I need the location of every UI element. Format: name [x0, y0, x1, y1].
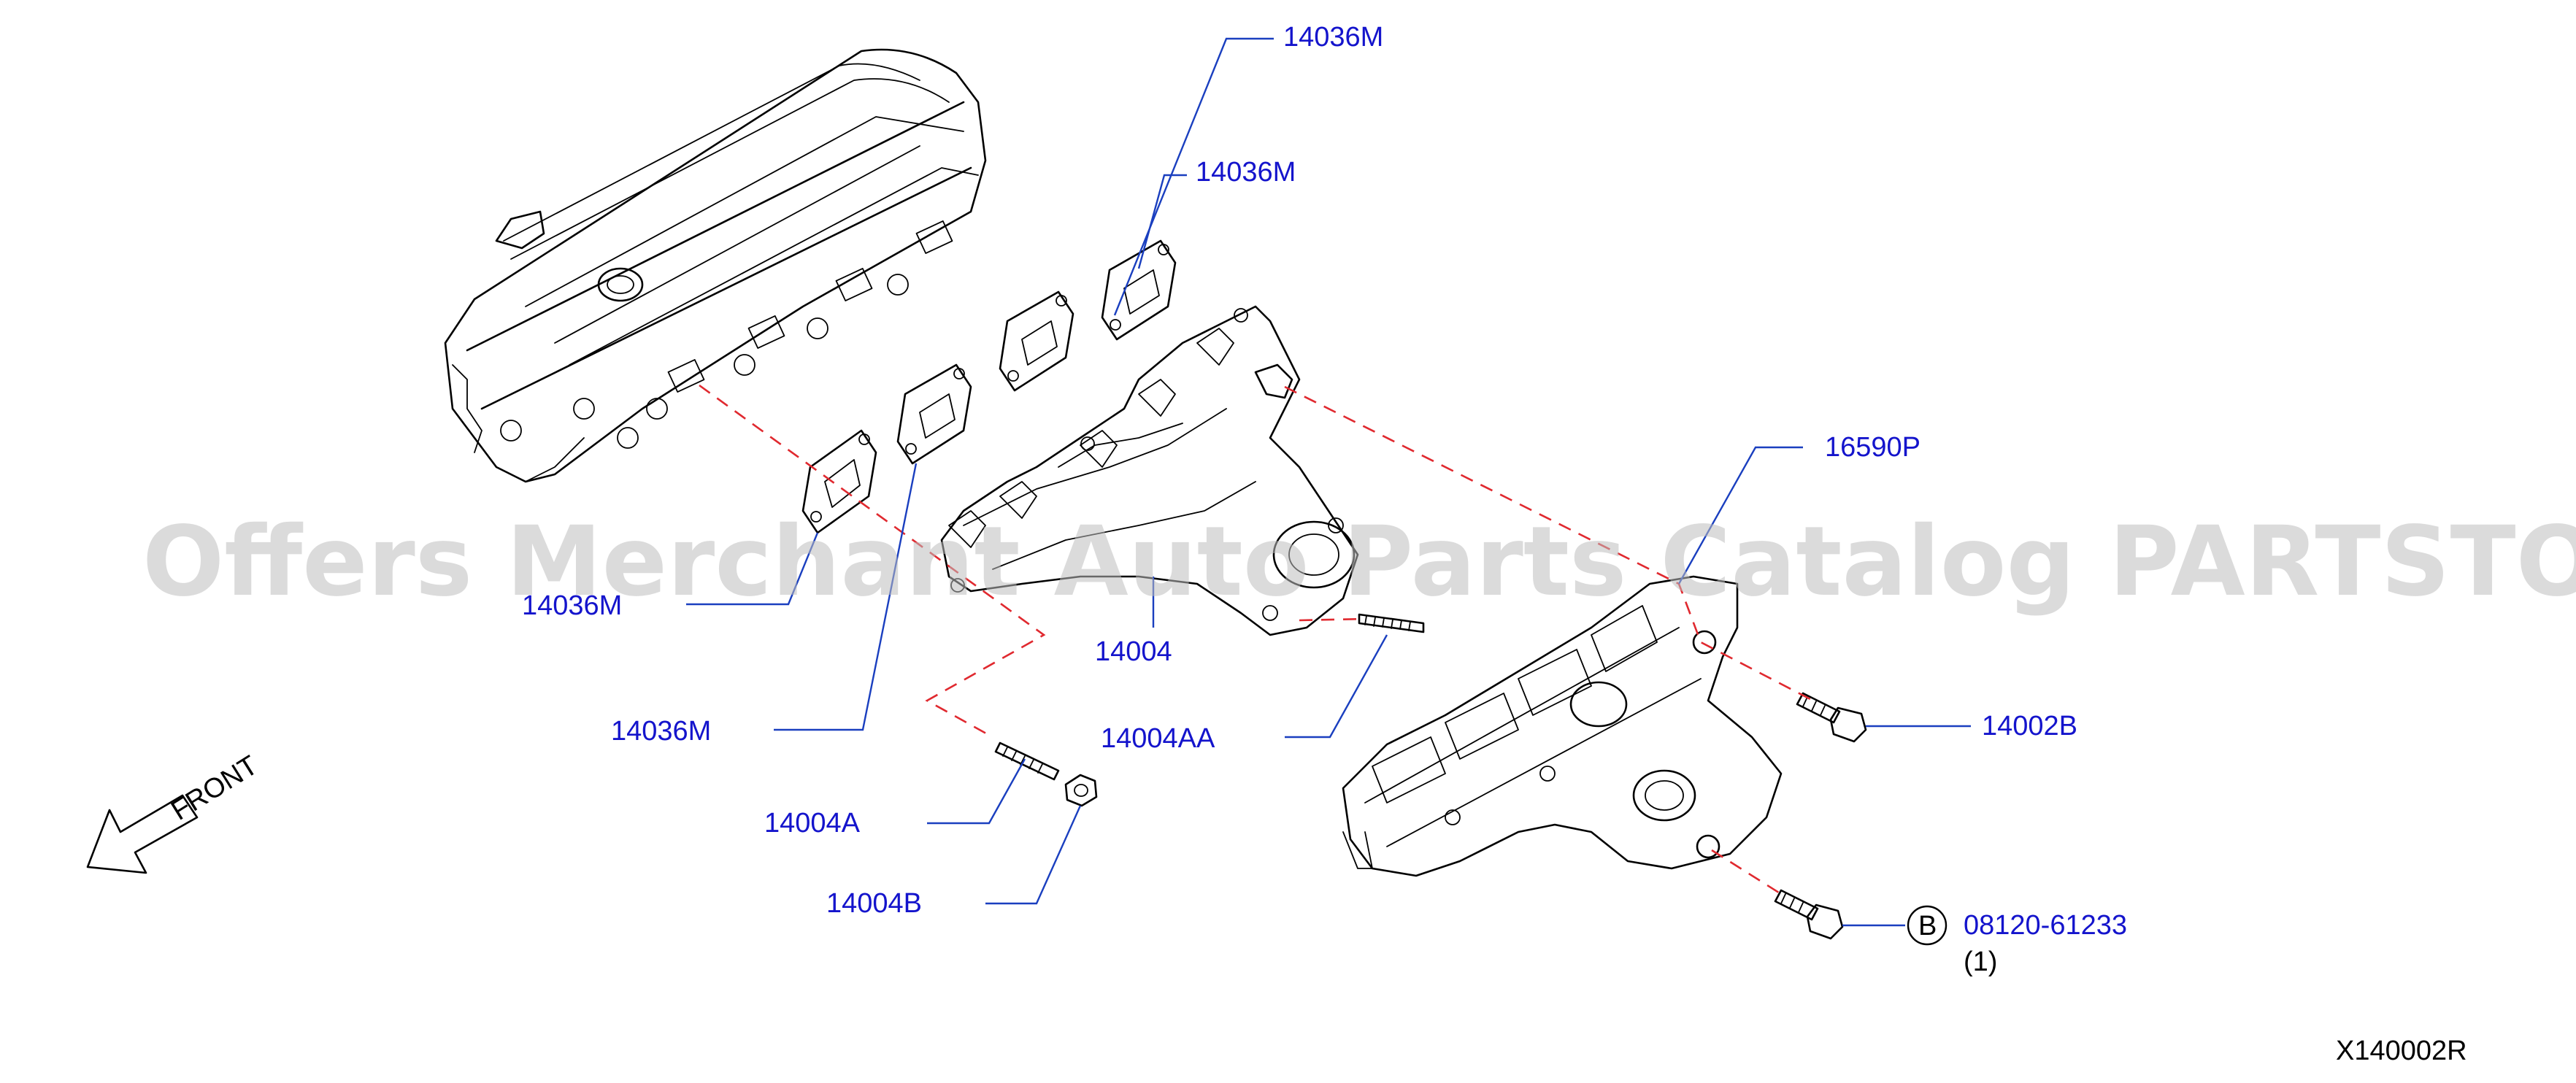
callout-label-bolt-lower-badge: B: [1918, 911, 1937, 941]
bolt-08120-61233: [1774, 889, 1844, 940]
exhaust-manifold: [940, 305, 1359, 636]
callout-label-stud-upper: 14004AA: [1101, 723, 1215, 754]
callout-label-gasket-top2: 14036M: [1196, 157, 1296, 188]
cylinder-head: [444, 48, 987, 483]
gasket-1: [801, 429, 877, 534]
callout-label-manifold: 14004: [1095, 636, 1172, 667]
callout-gasket-left2: 14036M: [611, 463, 918, 747]
gasket-2: [896, 363, 972, 465]
callout-heat-insulator: 16590P: [1677, 432, 1921, 585]
callout-label-gasket-left2: 14036M: [611, 716, 711, 747]
stud-14004A: [994, 741, 1060, 781]
callout-manifold: 14004: [1095, 577, 1172, 667]
callout-gasket-left1: 14036M: [522, 532, 819, 621]
callout-label-bolt-upper: 14002B: [1982, 711, 2077, 741]
callout-nut: 14004B: [826, 805, 1082, 919]
bolt-lower-badge: [1907, 905, 1948, 946]
heat-insulator: [1342, 575, 1783, 877]
alignment-lines: [699, 384, 1811, 895]
callout-bolt-upper: 14002B: [1866, 711, 2077, 741]
diagram-code: X140002R: [2336, 1036, 2467, 1066]
stud-14004AA: [1358, 613, 1425, 633]
callout-label-nut: 14004B: [826, 888, 922, 919]
callout-bolt-lower: B 08120-61233 (1): [1842, 905, 2127, 977]
bolt-14002B: [1796, 692, 1867, 743]
gasket-4: [1101, 239, 1177, 341]
callout-label-gasket-left1: 14036M: [522, 590, 622, 621]
callout-stud-lower: 14004A: [764, 758, 1026, 839]
callout-label-bolt-lower-qty: (1): [1964, 947, 1997, 977]
callout-gasket-top2: 14036M: [1137, 157, 1296, 269]
watermark: Offers Merchant Auto Parts Catalog PARTS…: [142, 506, 2576, 618]
callout-label-heat-insulator: 16590P: [1825, 432, 1921, 463]
callout-label-bolt-lower: 08120-61233: [1964, 910, 2127, 941]
front-label: FRONT: [166, 750, 264, 827]
callout-label-gasket-top1: 14036M: [1283, 22, 1383, 53]
front-arrow: FRONT: [86, 750, 264, 874]
callout-label-stud-lower: 14004A: [764, 808, 861, 839]
gasket-3: [999, 290, 1074, 392]
nut-14004B: [1064, 774, 1098, 807]
callout-stud-upper: 14004AA: [1101, 634, 1388, 754]
callout-gasket-top1: 14036M: [1113, 22, 1383, 316]
